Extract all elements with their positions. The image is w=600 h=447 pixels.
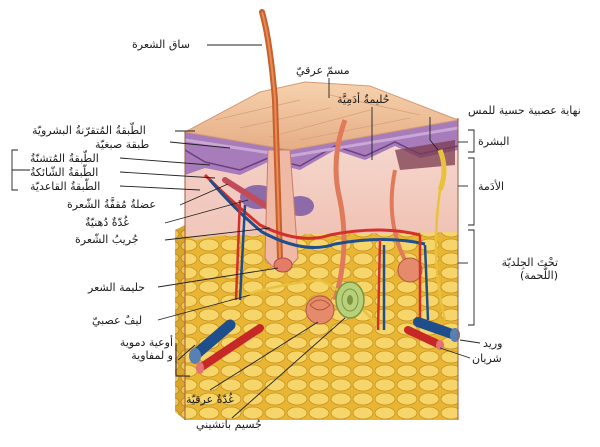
label-epidermis: البشرة: [478, 135, 510, 148]
epidermis-bracket: [468, 129, 475, 153]
hypodermis-bracket: [468, 229, 475, 326]
label-stratum-basale: الطّبقةُ القاعديّة: [30, 180, 101, 193]
meissner-corpuscle: [437, 149, 447, 191]
hair-papilla-shape: [273, 257, 293, 273]
label-artery: شريان: [472, 352, 502, 365]
label-sebaceous-gland: غُدّةٌ دُهنيّةٌ: [85, 216, 130, 229]
label-hypodermis: تحْتَ الجِلديّة (اللُّحمة): [501, 256, 558, 282]
nerve-fiber-shape: [229, 278, 382, 331]
label-pigment-layer: طبقة صبغيّة: [95, 138, 150, 151]
label-stratum-granulosum: الطّبقةُ الشّائكةُ: [30, 166, 99, 179]
vessel-right-artery: [404, 326, 444, 349]
label-hair-papilla: حليمة الشعر: [88, 281, 146, 294]
epidermis-band: [185, 120, 458, 175]
label-dermal-papilla: حُليمةٌ أدَمِيَّة: [337, 93, 390, 106]
label-sweat-pore: مسمّ عرقيّ: [296, 64, 350, 77]
vessel-left-blue: [189, 319, 236, 361]
label-nerve-fiber: ليفٌ عصبيّ: [92, 314, 143, 327]
vessel-right-vein: [413, 317, 460, 340]
artery-network: [203, 173, 421, 240]
label-vein: وريد: [483, 337, 503, 350]
leader-lines: [119, 44, 481, 419]
label-arrector-pili: عضلةٌ مُقفَّةُ الشّعرة: [67, 198, 156, 211]
label-stratum-corneum: الطّبقةُ المُتقرّنةُ البشرويّة: [32, 124, 146, 137]
label-pacinian-corpuscle: جُسيم باتشيني: [196, 418, 262, 431]
sweat-duct: [332, 119, 348, 301]
dermis-bracket: [468, 157, 475, 226]
epidermis-layers-bracket: [11, 149, 30, 191]
label-sweat-gland: غُدّةٌ عرقيّة: [186, 393, 234, 406]
label-hair-shaft: ساق الشعرة: [132, 38, 190, 51]
vein-network: [208, 179, 426, 250]
label-touch-nerve-ending: نهاية عصبية حسية للمس: [468, 104, 581, 117]
label-blood-lymph-vessels: أوعية دموية و لمفاوية: [119, 336, 173, 362]
hypodermis-left: [175, 225, 185, 420]
label-hair-follicle: جُريبُ الشّعرة: [75, 233, 139, 246]
label-stratum-spinosum: الطّبقةُ المُتشنّةُ: [30, 152, 99, 165]
label-dermis: الأدَمة: [478, 180, 505, 193]
